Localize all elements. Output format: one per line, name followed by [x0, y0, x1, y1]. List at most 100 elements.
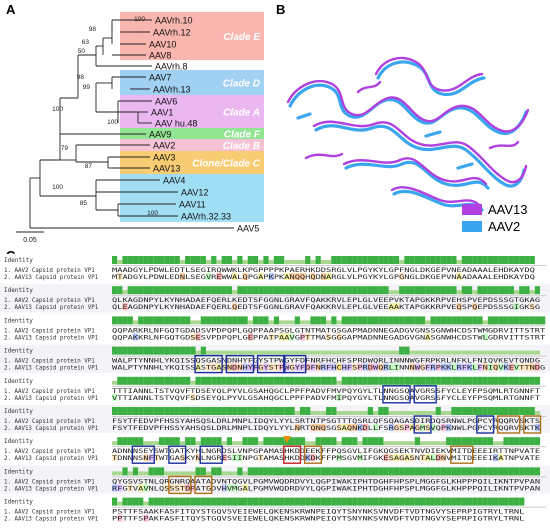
mismatch-highlight	[294, 273, 300, 280]
identity-bar	[367, 407, 373, 415]
seq2-residues: VTTIANNLTSTVQVFSDSEYQLPYVLGSAHQGCLPPFPAD…	[112, 395, 540, 402]
identity-bar	[185, 286, 191, 295]
identity-bar	[195, 286, 201, 295]
mismatch-highlight	[524, 363, 530, 371]
identity-bar	[451, 376, 457, 385]
identity-bar	[315, 286, 321, 295]
mismatch-highlight	[195, 333, 201, 341]
identity-bar	[247, 437, 253, 446]
mismatch-highlight	[143, 484, 149, 492]
identity-bar	[127, 376, 133, 385]
marker-triangle	[283, 436, 291, 443]
identity-bar	[185, 316, 191, 325]
identity-bar	[425, 350, 431, 355]
identity-bar	[112, 346, 118, 355]
identity-bar	[195, 497, 201, 506]
mismatch-highlight	[477, 363, 483, 371]
identity-bar	[305, 350, 311, 355]
identity-bar	[263, 467, 269, 476]
identity-bar	[388, 350, 394, 355]
identity-bar	[419, 286, 426, 295]
legend-label-aav2: AAV2	[488, 219, 520, 234]
taxon-label: AAV11	[179, 200, 206, 210]
identity-bar	[279, 437, 285, 446]
identity-bar	[352, 286, 358, 295]
identity-bar	[331, 286, 337, 295]
identity-bar	[508, 467, 514, 476]
identity-bar	[185, 437, 191, 446]
mismatch-highlight	[326, 363, 332, 371]
identity-bar	[112, 316, 118, 325]
identity-bar	[451, 286, 457, 295]
identity-bar	[258, 441, 264, 446]
bootstrap-value: 98	[89, 26, 97, 33]
identity-bar	[320, 411, 327, 415]
mismatch-highlight	[299, 333, 306, 341]
identity-bar	[195, 467, 201, 476]
identity-bar	[258, 260, 264, 264]
mismatch-highlight	[174, 484, 180, 492]
identity-bar	[414, 286, 420, 295]
identity-bar	[346, 437, 353, 446]
identity-bar	[430, 350, 436, 355]
identity-bar	[430, 467, 436, 476]
mismatch-highlight	[466, 363, 473, 371]
identity-bar	[519, 437, 525, 446]
identity-bar	[132, 286, 139, 295]
identity-bar	[373, 350, 379, 355]
identity-bar	[221, 471, 227, 476]
mismatch-highlight	[414, 424, 420, 431]
mismatch-highlight	[336, 333, 342, 341]
identity-bar	[346, 350, 353, 355]
mismatch-highlight	[456, 303, 462, 311]
mismatch-highlight	[336, 363, 342, 371]
identity-bar	[226, 471, 233, 476]
identity-bar	[466, 256, 473, 264]
identity-bar	[284, 260, 290, 264]
identity-bar	[409, 316, 415, 325]
identity-bar	[226, 350, 233, 355]
identity-bar	[112, 441, 118, 446]
mismatch-highlight	[336, 424, 342, 431]
identity-bar	[158, 376, 165, 385]
identity-bar	[195, 407, 201, 415]
identity-bar	[425, 256, 431, 264]
mismatch-highlight	[242, 363, 248, 371]
motif-box	[168, 445, 187, 464]
seq1-residues: WALPTYNNHLYKQISSQSGASNDNHYFGYSTPWGYFDFNR…	[112, 358, 540, 365]
clade-label: Clone/Clade C	[192, 159, 261, 170]
mismatch-highlight	[357, 454, 363, 462]
identity-bar	[237, 286, 243, 295]
mismatch-highlight	[195, 363, 201, 371]
identity-bar	[117, 407, 123, 415]
identity-bar	[331, 497, 337, 506]
mismatch-highlight	[409, 454, 415, 462]
mismatch-highlight	[493, 363, 499, 371]
bootstrap-value: 98	[77, 74, 85, 81]
motif-box	[382, 385, 411, 404]
identity-bar	[362, 286, 368, 295]
identity-bar	[153, 497, 159, 506]
identity-bar	[117, 316, 123, 325]
identity-bar	[284, 286, 290, 295]
identity-bar	[117, 286, 123, 295]
identity-bar	[258, 467, 264, 476]
identity-bar	[122, 316, 128, 325]
identity-bar	[117, 346, 123, 355]
mismatch-highlight	[117, 514, 123, 522]
seq2-label: 2. AAV13 Capsid protein VP1	[4, 275, 99, 281]
identity-bar	[200, 467, 206, 476]
identity-bar	[425, 497, 431, 506]
identity-bar	[226, 407, 233, 415]
identity-bar	[258, 497, 264, 506]
identity-bar	[320, 467, 327, 476]
identity-bar	[341, 256, 347, 264]
bootstrap-value: 79	[61, 145, 69, 152]
ruler	[112, 295, 546, 297]
identity-bar	[393, 256, 400, 264]
mismatch-highlight	[205, 363, 212, 371]
identity-bar	[299, 260, 306, 264]
identity-bar	[326, 350, 332, 355]
motif-box	[413, 415, 432, 434]
seq1-residues: QQPARKRLNFGQTGDADSVPDPQPLGQPPAAPSGLGTNTM…	[112, 327, 546, 334]
